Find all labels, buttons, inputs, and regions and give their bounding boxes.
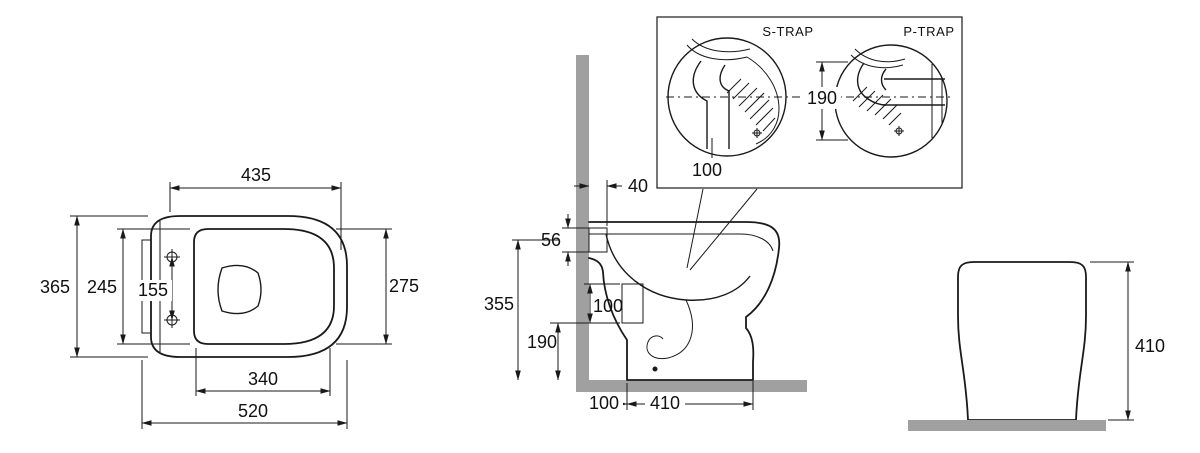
p-trap-screw-icon [894,126,904,136]
s-trap-detail: 100 S-TRAP [667,24,813,180]
dim-overall-length: 520 [141,360,348,429]
s-trap-screw-icon [752,128,762,138]
dim-seat-inner-length: 340 [195,348,331,396]
outlet-duct [621,283,644,324]
dim-inlet-offset: 40 [574,176,648,226]
pan-rear-outline [957,261,1087,421]
seat-inner-outline [193,228,335,345]
dim-label-155: 155 [138,280,168,300]
dim-label-275: 275 [389,276,419,296]
dim-label-p-trap-190: 190 [807,88,837,108]
dim-bottom-row: 100 410 [585,381,754,413]
rear-view: 410 [908,261,1165,431]
dim-label-365: 365 [40,277,70,297]
rear-floor-surface [908,420,1106,431]
top-view: 435 365 245 155 275 [40,165,419,429]
dim-label-355: 355 [484,294,514,314]
dim-hinge-spacing: 155 [135,256,175,321]
dim-label-340: 340 [248,369,278,389]
dim-seat-depth: 245 [87,228,190,345]
p-trap-label: P-TRAP [903,24,954,39]
rim-front-line [739,233,774,252]
dim-label-s-trap-100: 100 [692,160,722,180]
bowl-cavity-line [605,233,751,301]
dim-label-40: 40 [628,176,648,196]
trap-detail-inset: 100 S-TRAP [656,16,963,189]
inlet-box [588,227,608,253]
floor-surface [576,380,807,392]
dim-label-245: 245 [87,277,117,297]
dim-overall-depth: 365 [40,215,148,358]
pan-outer-outline [150,215,348,358]
wall-surface [576,55,589,392]
callout-leader-left [686,188,704,269]
s-trap-water-hatch [726,78,776,132]
dim-label-435: 435 [241,165,271,185]
dim-label-410-depth: 410 [650,393,680,413]
dim-label-520: 520 [238,401,268,421]
trap-drain-dot [652,366,658,372]
dim-outlet-size: 100 [550,283,623,324]
s-trap-circle [667,37,787,157]
dim-seat-length: 435 [169,165,342,250]
trap-curve-line [646,299,693,360]
p-trap-water-hatch [852,86,902,126]
callout-leader-right [689,188,758,271]
dim-label-100-outlet-offset: 100 [589,393,619,413]
dim-bowl-depth: 275 [336,228,419,345]
dim-label-rear-410: 410 [1135,336,1165,356]
dim-outlet-height: 190 [527,322,561,381]
s-trap-label: S-TRAP [762,24,813,39]
drain-opening [217,264,262,315]
dim-label-100-outlet-size: 100 [593,296,623,316]
dim-label-190: 190 [527,332,557,352]
dim-p-trap-height: 190 [803,61,848,141]
side-view: 40 56 355 100 190 [484,55,807,413]
dim-inlet-height: 355 [484,239,560,381]
dim-rear-height: 410 [1090,261,1165,421]
pan-side-outline [588,221,781,381]
